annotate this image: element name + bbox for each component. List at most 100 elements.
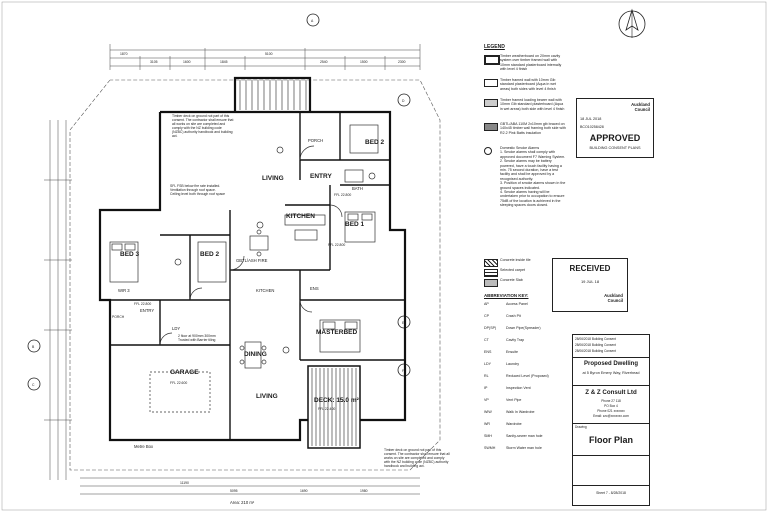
room-deck: DECK: 15.0 m² (314, 397, 360, 404)
legend-item: Timber weatherboard on 20mm cavity syste… (484, 54, 566, 76)
approved-stamp: Auckland Council 18 JUL 2018 BCO10258428… (576, 98, 654, 158)
garage-car (149, 371, 211, 413)
level-ffl-top: FFL 22.800 (334, 193, 351, 197)
room-bath: BATH (352, 186, 363, 191)
room-entry-left: ENTRY (140, 308, 154, 313)
svg-text:C: C (32, 383, 35, 387)
title-block: 28/06/2018 Building Consent 28/06/2018 B… (572, 334, 650, 506)
legend-item-text: Concrete Slab (500, 278, 523, 282)
living-table (249, 229, 269, 257)
company-name: Z & Z Consult Ltd (585, 389, 637, 396)
revision-row: 28/06/2018 Building Consent (575, 337, 616, 341)
exterior-walls (98, 76, 407, 442)
bed-3-furniture (109, 241, 139, 283)
legend-item: Selected carpet (484, 268, 566, 277)
stair-hatch-top (239, 80, 307, 110)
approved-stamp-status: APPROVED (589, 133, 641, 143)
note-bottom-right: Timber deck on ground not part of this c… (384, 448, 450, 468)
company-line: Phone 021 xxxxxxx (597, 409, 625, 413)
company-line: Phone 27 118 (601, 399, 621, 403)
bed-2-top-furniture (349, 124, 379, 154)
sheet-info: Sheet 7 - 8/28/2018 (596, 491, 626, 495)
section-marker-b: B (27, 339, 41, 353)
room-porch-left: PORCH (112, 315, 125, 319)
legend-item-text: Timber framed wall with 10mm Gib standar… (500, 78, 556, 91)
section-marker-c: C (27, 377, 41, 391)
section-marker-a: A (306, 13, 320, 27)
svg-text:B: B (32, 345, 35, 349)
room-bed2-top: BED 2 (365, 139, 385, 146)
dim-top-7: 1500 (360, 60, 368, 64)
bottom-dimensions: 11190 5095 1690 1980 (80, 477, 420, 495)
level-ffl-garage: FFL 22.600 (170, 381, 187, 385)
top-dimensions: 1870 3105 1600 1845 5100 2540 1500 2300 (109, 44, 421, 70)
svg-text:E: E (402, 321, 405, 325)
dim-top-6: 2540 (320, 60, 328, 64)
svg-text:D: D (402, 99, 405, 103)
room-bed2: BED 2 (200, 251, 220, 258)
svg-text:F: F (402, 369, 404, 373)
project-address: at 5 Byron Emery Way, Riverhead (582, 371, 640, 375)
level-ffl-mid: FFL 22.800 (328, 243, 345, 247)
company-line: Email: zzc@xxxxxxx.com (593, 414, 629, 418)
kitchen-bench (284, 214, 326, 241)
legend-item-text: Domestic Smoke Alarms 1. Smoke alarms sh… (500, 146, 566, 208)
revision-row: 28/06/2018 Building Consent (575, 343, 616, 347)
room-ens: ENS (310, 286, 319, 291)
svg-text:A: A (311, 19, 314, 23)
room-kitchen: KITCHEN (286, 213, 315, 220)
approved-stamp-ref: BCO10258428 (580, 125, 604, 129)
legend-item-text: Concrete inside tile (500, 258, 531, 262)
section-marker-d: D (397, 93, 411, 107)
room-gbtl-fire: GBTL/ASH FIRE (236, 258, 268, 263)
abbreviation-title: ABBREVIATION KEY: (484, 293, 529, 298)
room-porch-top: PORCH (308, 138, 323, 143)
legend-item: Concrete inside tile (484, 258, 566, 267)
drawing-label: Drawing (575, 425, 587, 429)
left-dimensions (44, 120, 72, 480)
room-masterbed: MASTERBED (316, 329, 357, 336)
room-kitchen-2: KITCHEN (256, 288, 274, 293)
dim-bottom-3: 1690 (300, 489, 308, 493)
dim-bottom-1: 11190 (180, 481, 189, 485)
level-ffl-deck: FFL 22.400 (318, 407, 335, 411)
approved-stamp-caption: BUILDING CONSENT PLANS (589, 146, 641, 150)
legend-item: Domestic Smoke Alarms 1. Smoke alarms sh… (484, 146, 566, 256)
room-dining: DINING (244, 351, 267, 358)
legend-item-text: Selected carpet (500, 268, 525, 272)
received-stamp-date: 19 JUL 18 (580, 279, 600, 284)
dim-top-8: 2300 (398, 60, 406, 64)
meter-box-label: Metre Box (134, 444, 154, 449)
room-wir: WIR 3 (118, 288, 130, 293)
room-bed1: BED 1 (345, 221, 365, 228)
received-stamp-council: Auckland Council (604, 293, 623, 303)
revision-row: 28/06/2018 Building Consent (575, 349, 616, 353)
dim-bottom-2: 5095 (230, 489, 238, 493)
masterbed-furniture (319, 319, 361, 353)
dim-top-4: 1845 (220, 60, 228, 64)
approved-stamp-council: Auckland Council (631, 102, 650, 112)
door-swing-arcs (159, 145, 343, 346)
dim-bottom-4: 1980 (360, 489, 368, 493)
dining-table (239, 341, 267, 369)
room-living: LIVING (256, 393, 278, 400)
room-garage: GARAGE (170, 369, 199, 376)
dim-top-3: 1600 (183, 60, 191, 64)
legend-title: LEGEND (484, 44, 505, 50)
room-bed3: BED 3 (120, 251, 140, 258)
level-ffl-left: FFL 22.800 (134, 302, 151, 306)
legend-item: Timber framed wall with 10mm Gib standar… (484, 78, 566, 96)
